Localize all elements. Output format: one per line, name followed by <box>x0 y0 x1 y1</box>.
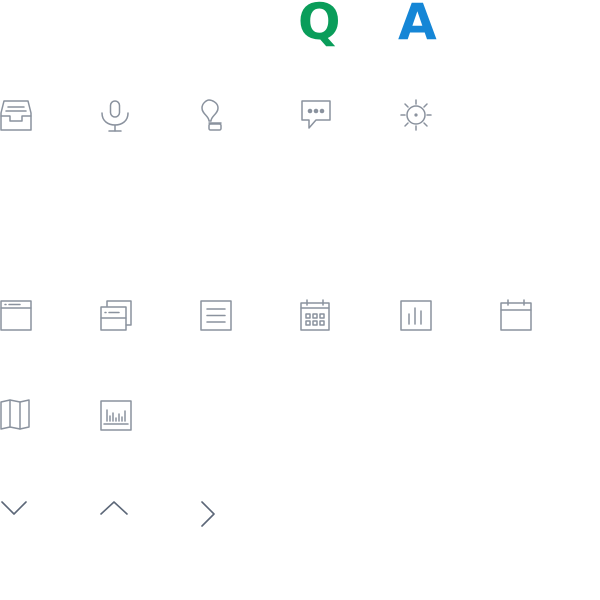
chevron-up-icon[interactable] <box>99 498 133 532</box>
open-book-icon[interactable] <box>0 398 34 432</box>
stacked-windows-icon[interactable] <box>99 298 133 332</box>
letter-a: A <box>398 0 437 51</box>
chevron-down-icon[interactable] <box>0 498 34 532</box>
letter-q: Q <box>298 0 341 51</box>
inbox-icon[interactable] <box>0 98 34 132</box>
lightbulb-icon[interactable] <box>199 98 233 132</box>
microphone-icon[interactable] <box>99 98 133 132</box>
settings-sun-icon[interactable] <box>399 98 433 132</box>
chart-panel-icon[interactable] <box>99 398 133 432</box>
chat-bubble-icon[interactable] <box>299 98 333 132</box>
document-list-icon[interactable] <box>199 298 233 332</box>
bar-chart-icon[interactable] <box>399 298 433 332</box>
browser-window-icon[interactable] <box>0 298 34 332</box>
chevron-right-icon[interactable] <box>199 498 233 532</box>
calendar-blank-icon[interactable] <box>499 298 533 332</box>
calendar-grid-icon[interactable] <box>299 298 333 332</box>
